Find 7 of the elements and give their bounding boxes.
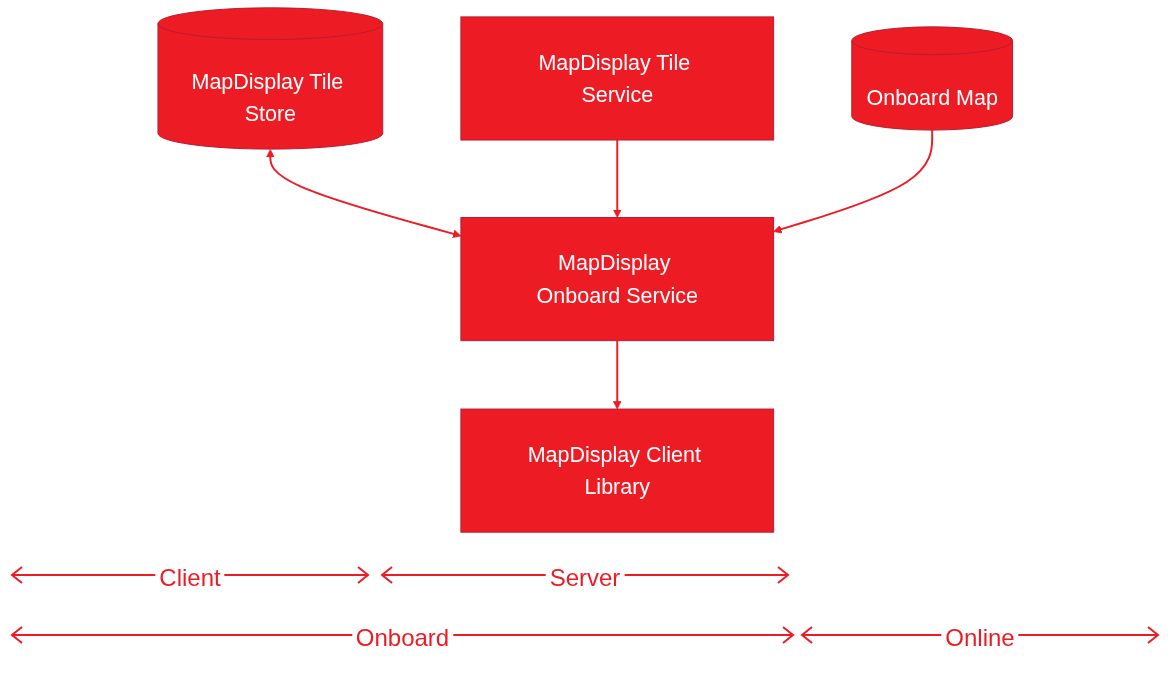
node-box: MapDisplay Onboard Service — [460, 217, 774, 342]
arrow — [772, 129, 933, 234]
node-box: MapDisplay Tile Service — [460, 16, 774, 141]
arrow — [612, 139, 622, 218]
node-box: MapDisplay Client Library — [460, 408, 774, 533]
arrow — [612, 339, 622, 410]
arrow — [265, 149, 461, 238]
